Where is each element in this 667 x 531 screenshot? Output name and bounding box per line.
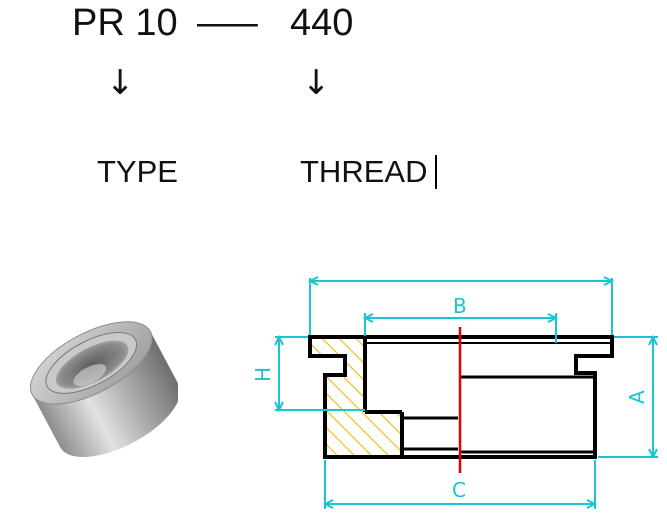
arrow-down-thread-icon: ↓ <box>302 63 331 103</box>
code-dash: — <box>197 2 258 44</box>
dimension-label-c: C <box>452 478 466 502</box>
dimension-label-b: B <box>453 294 467 318</box>
dimension-lines <box>274 276 658 509</box>
thread-label: THREAD <box>300 154 428 189</box>
dimension-label-h: H <box>251 367 275 382</box>
hatched-section <box>310 337 402 455</box>
product-photo-bushing <box>29 321 178 458</box>
part-outline <box>308 335 614 459</box>
arrow-down-type-icon: ↓ <box>106 63 135 103</box>
technical-drawing: B H A C <box>251 276 658 509</box>
code-prefix: PR 10 <box>72 2 178 44</box>
text-cursor <box>435 155 437 189</box>
type-label: TYPE <box>97 154 178 189</box>
code-suffix: 440 <box>290 2 354 44</box>
dimension-label-a: A <box>625 390 649 404</box>
